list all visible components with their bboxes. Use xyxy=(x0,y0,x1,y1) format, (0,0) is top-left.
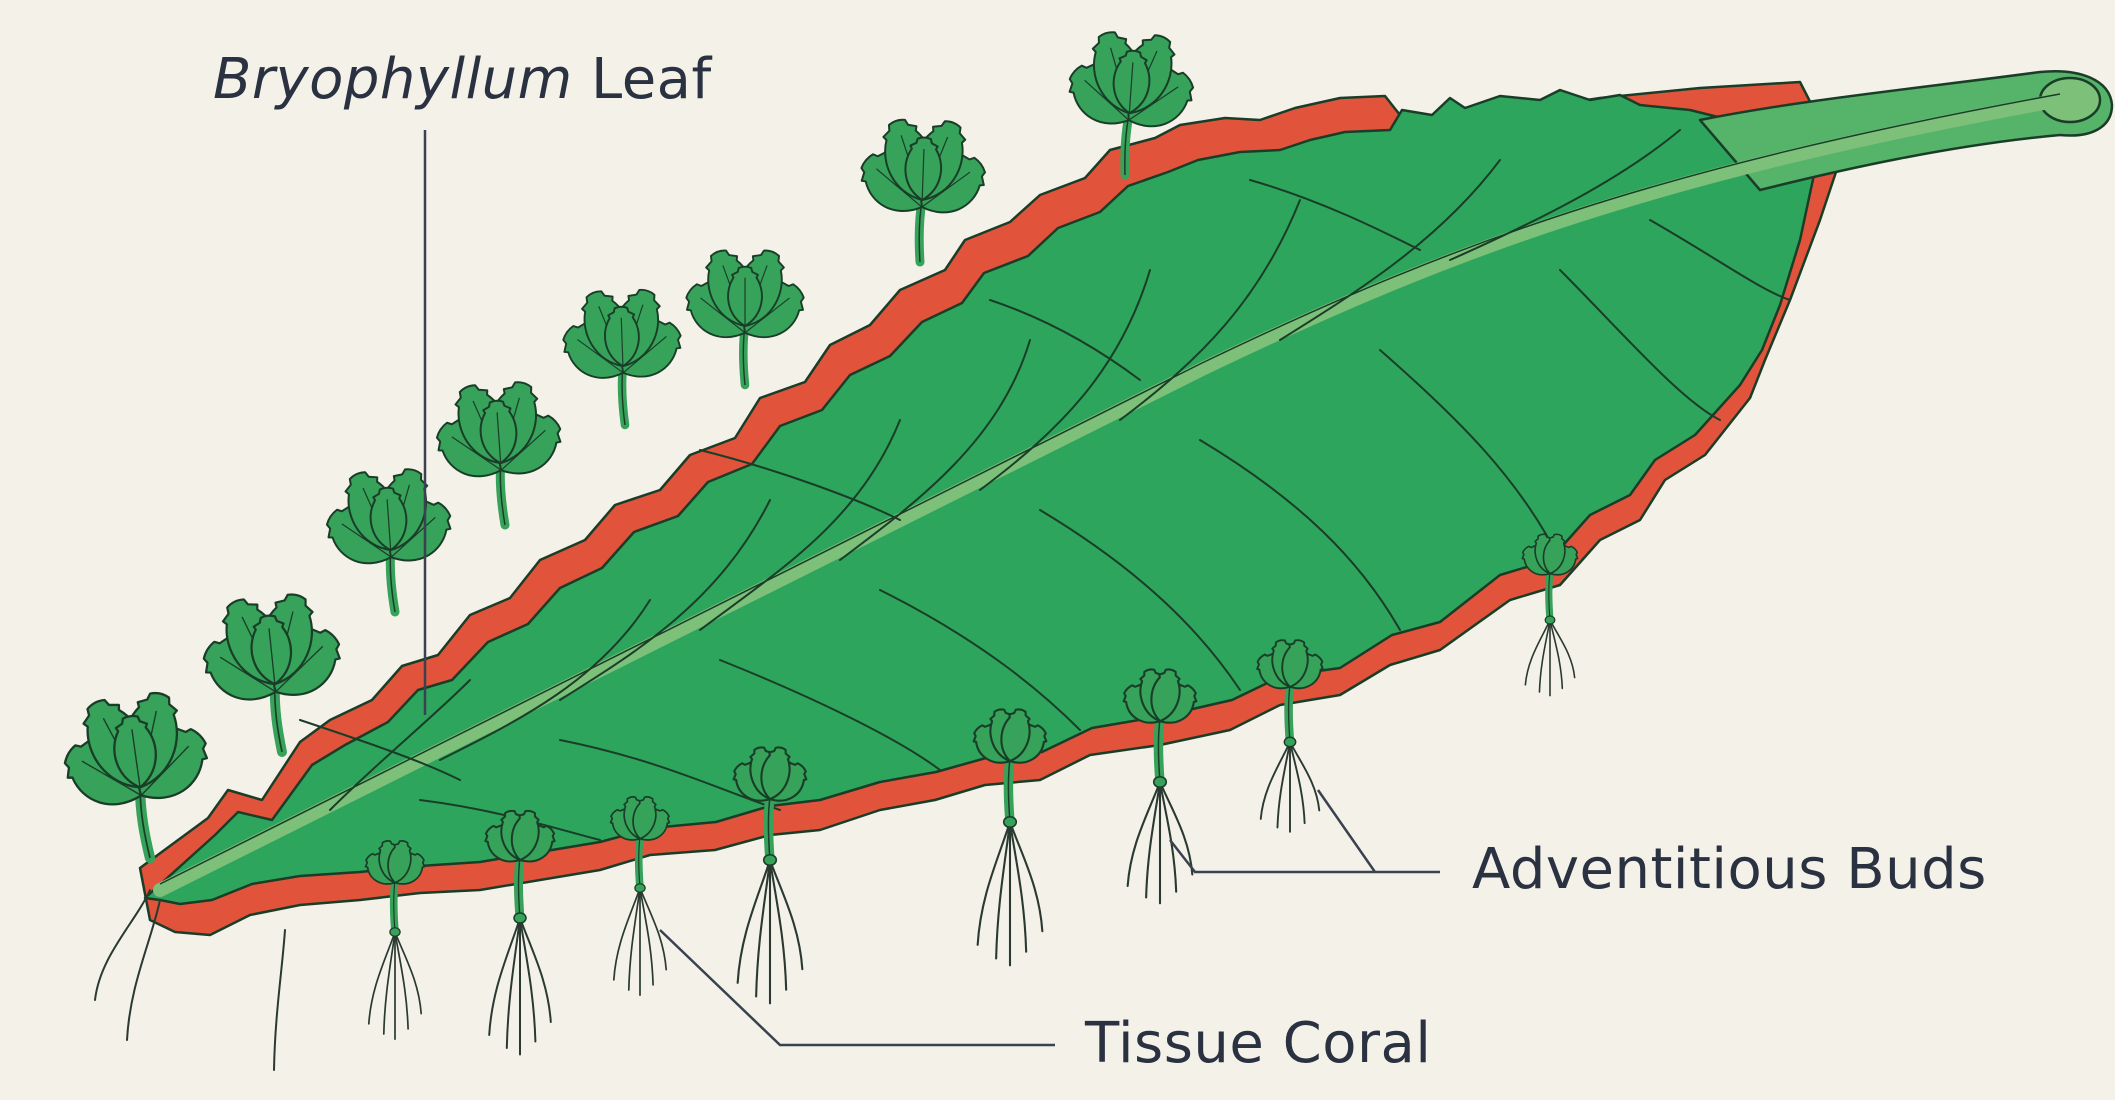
label-bryophyllum-leaf: Bryophyllum Leaf xyxy=(213,52,712,108)
plantlet-icon xyxy=(422,372,577,530)
sprout-icon xyxy=(605,795,675,995)
sprout-icon xyxy=(360,839,430,1039)
leader-line-buds xyxy=(1170,790,1440,872)
sprout-icon xyxy=(479,808,562,1054)
sprout-icon xyxy=(967,707,1054,965)
sprout-icon xyxy=(727,745,814,1003)
plantlet-icon xyxy=(551,282,694,427)
label-adventitious-buds: Adventitious Buds xyxy=(1472,842,1987,898)
sprout-icon xyxy=(1251,638,1329,832)
plantlet-icon xyxy=(676,244,814,385)
sprout-icon xyxy=(1517,532,1583,695)
plantlet-icon xyxy=(312,459,467,617)
label-leaf-italic: Bryophyllum xyxy=(213,47,573,112)
label-leaf-plain: Leaf xyxy=(573,47,712,112)
label-tissue-coral: Tissue Coral xyxy=(1085,1016,1431,1072)
